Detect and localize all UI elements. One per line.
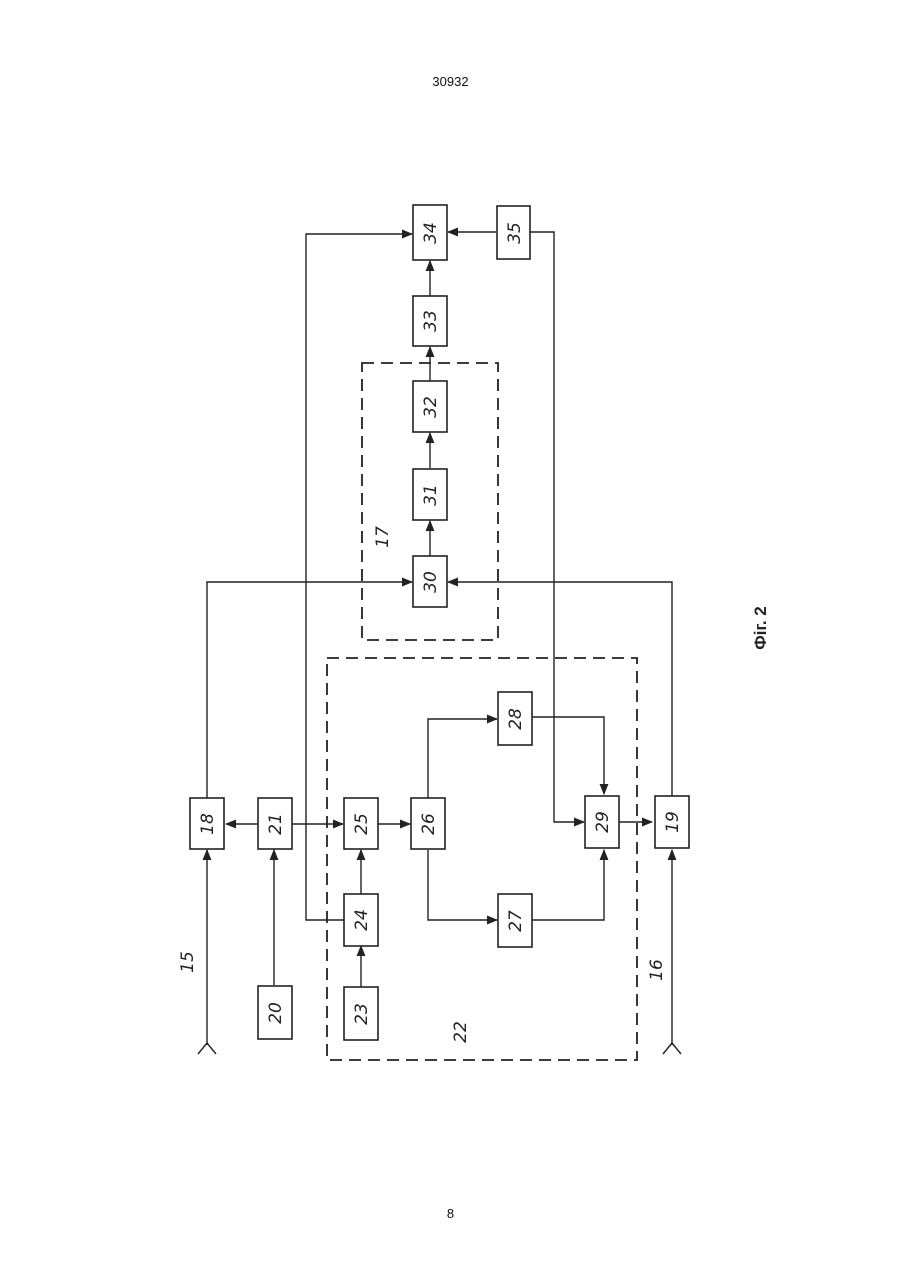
block-34-label: 34 xyxy=(421,222,441,244)
block-23-label: 23 xyxy=(352,1003,372,1025)
block-21-label: 21 xyxy=(266,813,286,835)
connections xyxy=(207,232,672,1045)
block-26-label: 26 xyxy=(419,813,439,835)
input-15-label: 15 xyxy=(178,951,198,973)
block-32-label: 32 xyxy=(421,396,441,418)
block-18-label: 18 xyxy=(198,813,218,835)
line-18-to-30 xyxy=(207,582,412,798)
block-35-label: 35 xyxy=(505,222,525,244)
input-16-label: 16 xyxy=(647,959,667,981)
line-19-to-30 xyxy=(448,582,672,796)
line-26-to-27 xyxy=(428,850,497,920)
block-19-label: 19 xyxy=(663,811,683,833)
line-26-to-28 xyxy=(428,719,497,798)
page-number: 8 xyxy=(0,1206,901,1221)
block-31-label: 31 xyxy=(421,484,441,506)
figure-caption: Фіг. 2 xyxy=(751,606,770,650)
group-17-label: 17 xyxy=(373,526,393,548)
line-35-to-29 xyxy=(530,232,584,822)
block-29-label: 29 xyxy=(593,811,613,833)
block-33-label: 33 xyxy=(421,310,441,332)
block-20-label: 20 xyxy=(266,1002,286,1024)
line-27-to-29 xyxy=(532,850,604,920)
block-28-label: 28 xyxy=(506,708,526,730)
group-22-label: 22 xyxy=(451,1021,471,1043)
line-28-to-29 xyxy=(532,717,604,794)
block-24-label: 24 xyxy=(352,909,372,931)
block-27-label: 27 xyxy=(506,910,526,932)
block-25-label: 25 xyxy=(352,813,372,835)
block-30-label: 30 xyxy=(421,571,441,593)
